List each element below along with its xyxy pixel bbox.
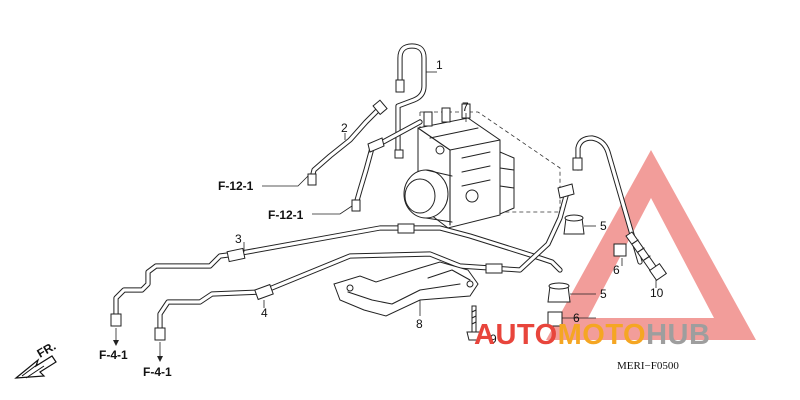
callout-2: 2 xyxy=(341,121,348,135)
callout-4: 4 xyxy=(261,306,268,320)
ref-f-12-1-lower: F-12-1 xyxy=(268,208,304,222)
watermark-text-hub: HUB xyxy=(646,319,710,351)
brake-pipe-4 xyxy=(154,183,575,341)
ref-f-12-1-upper: F-12-1 xyxy=(218,179,254,193)
watermark-triangle xyxy=(546,150,756,340)
watermark-text: AUTOMOTOHUB xyxy=(474,319,710,351)
brake-pipe-right xyxy=(572,135,643,265)
svg-text:AUTOMOTOHUB: AUTOMOTOHUB xyxy=(474,319,710,351)
bolt-9 xyxy=(466,305,488,341)
drawing-code: MERI−F0500 xyxy=(617,360,679,372)
callout-1: 1 xyxy=(436,58,443,72)
grommets-and-collars xyxy=(547,214,627,327)
callout-8: 8 xyxy=(416,317,423,331)
callout-6b: 6 xyxy=(573,311,580,325)
callout-3: 3 xyxy=(235,232,242,246)
callout-9: 9 xyxy=(490,332,497,346)
brake-pipe-3 xyxy=(110,223,563,327)
abs-modulator xyxy=(403,103,561,229)
reference-labels: F-12-1 F-12-1 F-4-1 F-4-1 xyxy=(99,179,304,379)
watermark-logo xyxy=(546,150,756,340)
ref-f-4-1-right: F-4-1 xyxy=(143,365,172,379)
callout-6a: 6 xyxy=(613,263,620,277)
callout-5a: 5 xyxy=(600,219,607,233)
watermark-text-moto: MOTO xyxy=(558,319,646,351)
reference-leaders xyxy=(113,175,353,362)
ref-f-4-1-left: F-4-1 xyxy=(99,348,128,362)
callout-7: 7 xyxy=(462,100,469,114)
bolt-10 xyxy=(625,231,668,288)
callout-numbers: 1 2 3 4 5 5 6 6 7 8 9 10 xyxy=(235,58,664,346)
callout-10: 10 xyxy=(650,286,664,300)
front-direction-arrow: FR. xyxy=(14,339,59,379)
brake-pipe-2 xyxy=(307,99,423,212)
brake-pipe-1 xyxy=(394,43,437,159)
mounting-bracket-8 xyxy=(333,261,479,317)
watermark-text-auto: AUTO xyxy=(474,319,558,351)
callout-5b: 5 xyxy=(600,287,607,301)
front-direction-label: FR. xyxy=(35,339,59,361)
